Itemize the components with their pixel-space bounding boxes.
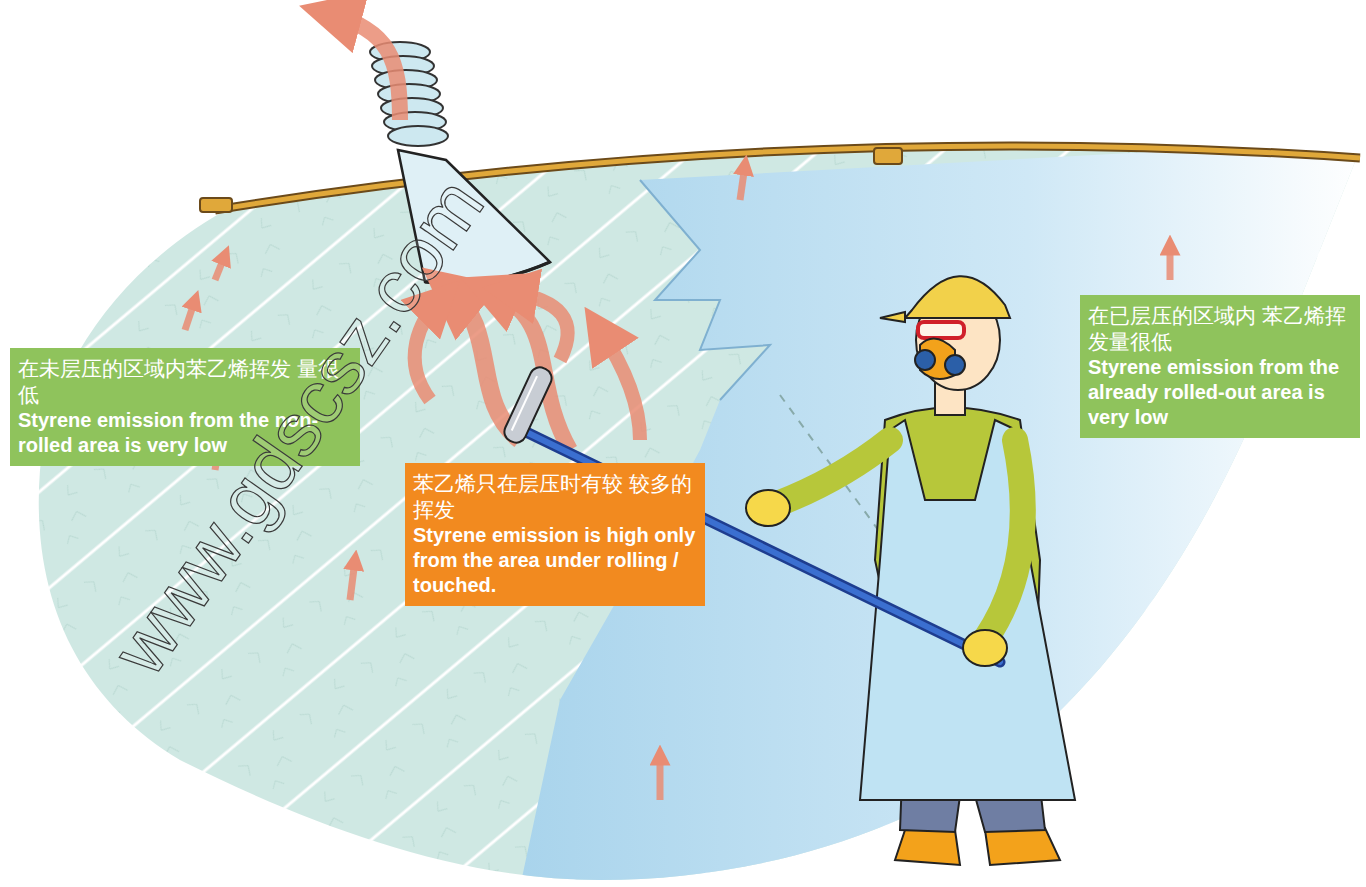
arm [985,440,1023,640]
shoe [895,830,960,865]
chinese-text: 苯乙烯只在层压时有较 较多的挥发 [413,471,697,523]
respirator-filter [945,355,965,375]
rim-tab [200,198,232,212]
mold-rim-outline [215,146,1360,210]
small-arrow [1167,245,1174,280]
emission-arrow [510,292,568,360]
small-arrow [215,255,225,280]
glove [746,490,790,526]
glove [963,630,1007,666]
exhaust-arrow [330,14,400,120]
respirator-filter [915,350,935,370]
goggles [918,322,964,338]
mold-rim [215,146,1360,210]
rim-tab [874,148,902,164]
roller [501,364,555,446]
english-text: Styrene emission from the already rolled… [1088,355,1352,430]
small-arrow [657,755,664,800]
emission-arrow [490,290,570,450]
small-arrow [185,300,195,330]
roller-shine [512,376,537,430]
emission-arrow [600,330,640,440]
roller-cylinder [501,364,555,446]
highlight-box: 苯乙烯只在层压时有较 较多的挥发Styrene emission is high… [405,463,705,606]
duct-coil [388,126,448,146]
small-arrow [350,560,355,600]
cap-brim [880,312,905,322]
arm [775,440,890,505]
english-text: Styrene emission is high only from the a… [413,523,697,598]
note-box: 在已层压的区域内 苯乙烯挥发量很低Styrene emission from t… [1080,295,1360,438]
small-arrow [740,165,745,200]
chinese-text: 在已层压的区域内 苯乙烯挥发量很低 [1088,303,1352,355]
rolling-edge [640,180,770,400]
cap [905,276,1010,318]
shoe [985,828,1060,865]
